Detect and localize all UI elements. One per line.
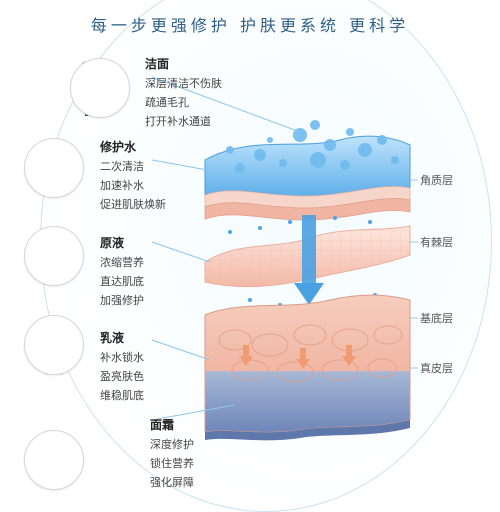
skin-layers-diagram [29,61,418,473]
layer-label-spinous: 有棘层 [420,236,453,249]
step-line: 疏通毛孔 [145,96,189,109]
step-line: 深度修护 [150,438,194,451]
step-line: 强化屏障 [150,476,194,489]
step-line: 促进肌肤焕新 [100,198,166,211]
step-line: 盈亮肤色 [100,370,144,383]
step-line: 打开补水通道 [145,115,211,128]
step-connector-lines [151,76,301,421]
layer-label-basal: 基底层 [420,312,453,325]
serum-product-circle [24,226,84,286]
step-line: 浓缩营养 [100,256,144,269]
water-bubbles [226,120,399,173]
penetration-arrow [294,215,324,305]
lotion-product-circle [24,315,84,375]
cleanser-product-circle [70,58,130,118]
step-title: 乳液 [100,331,125,345]
step-line: 维稳肌底 [100,389,144,402]
cream-product-circle [24,430,84,490]
step-title: 原液 [100,236,125,250]
step-line: 加速补水 [100,179,144,192]
step-line: 深层清洁不伤肤 [145,77,222,90]
toner-product-circle [24,138,84,198]
layer-label-stratum-corneum: 角质层 [420,174,453,187]
layer-label-dermis: 真皮层 [420,362,453,375]
step-line: 直达肌底 [100,275,144,288]
stratum-corneum-layer [204,135,411,221]
step-line: 补水锁水 [100,351,144,364]
step-line: 二次清洁 [100,160,144,173]
layer-label-lines [410,179,418,369]
step-line: 锁住营养 [150,457,194,470]
step-line: 加强修护 [100,294,144,307]
page-title: 每一步更强修护 护肤更系统 更科学 [90,16,410,35]
dermis-block [204,294,411,441]
step-title: 洁面 [145,57,170,71]
step-title: 修护水 [100,140,137,154]
step-title: 面霜 [150,418,175,432]
